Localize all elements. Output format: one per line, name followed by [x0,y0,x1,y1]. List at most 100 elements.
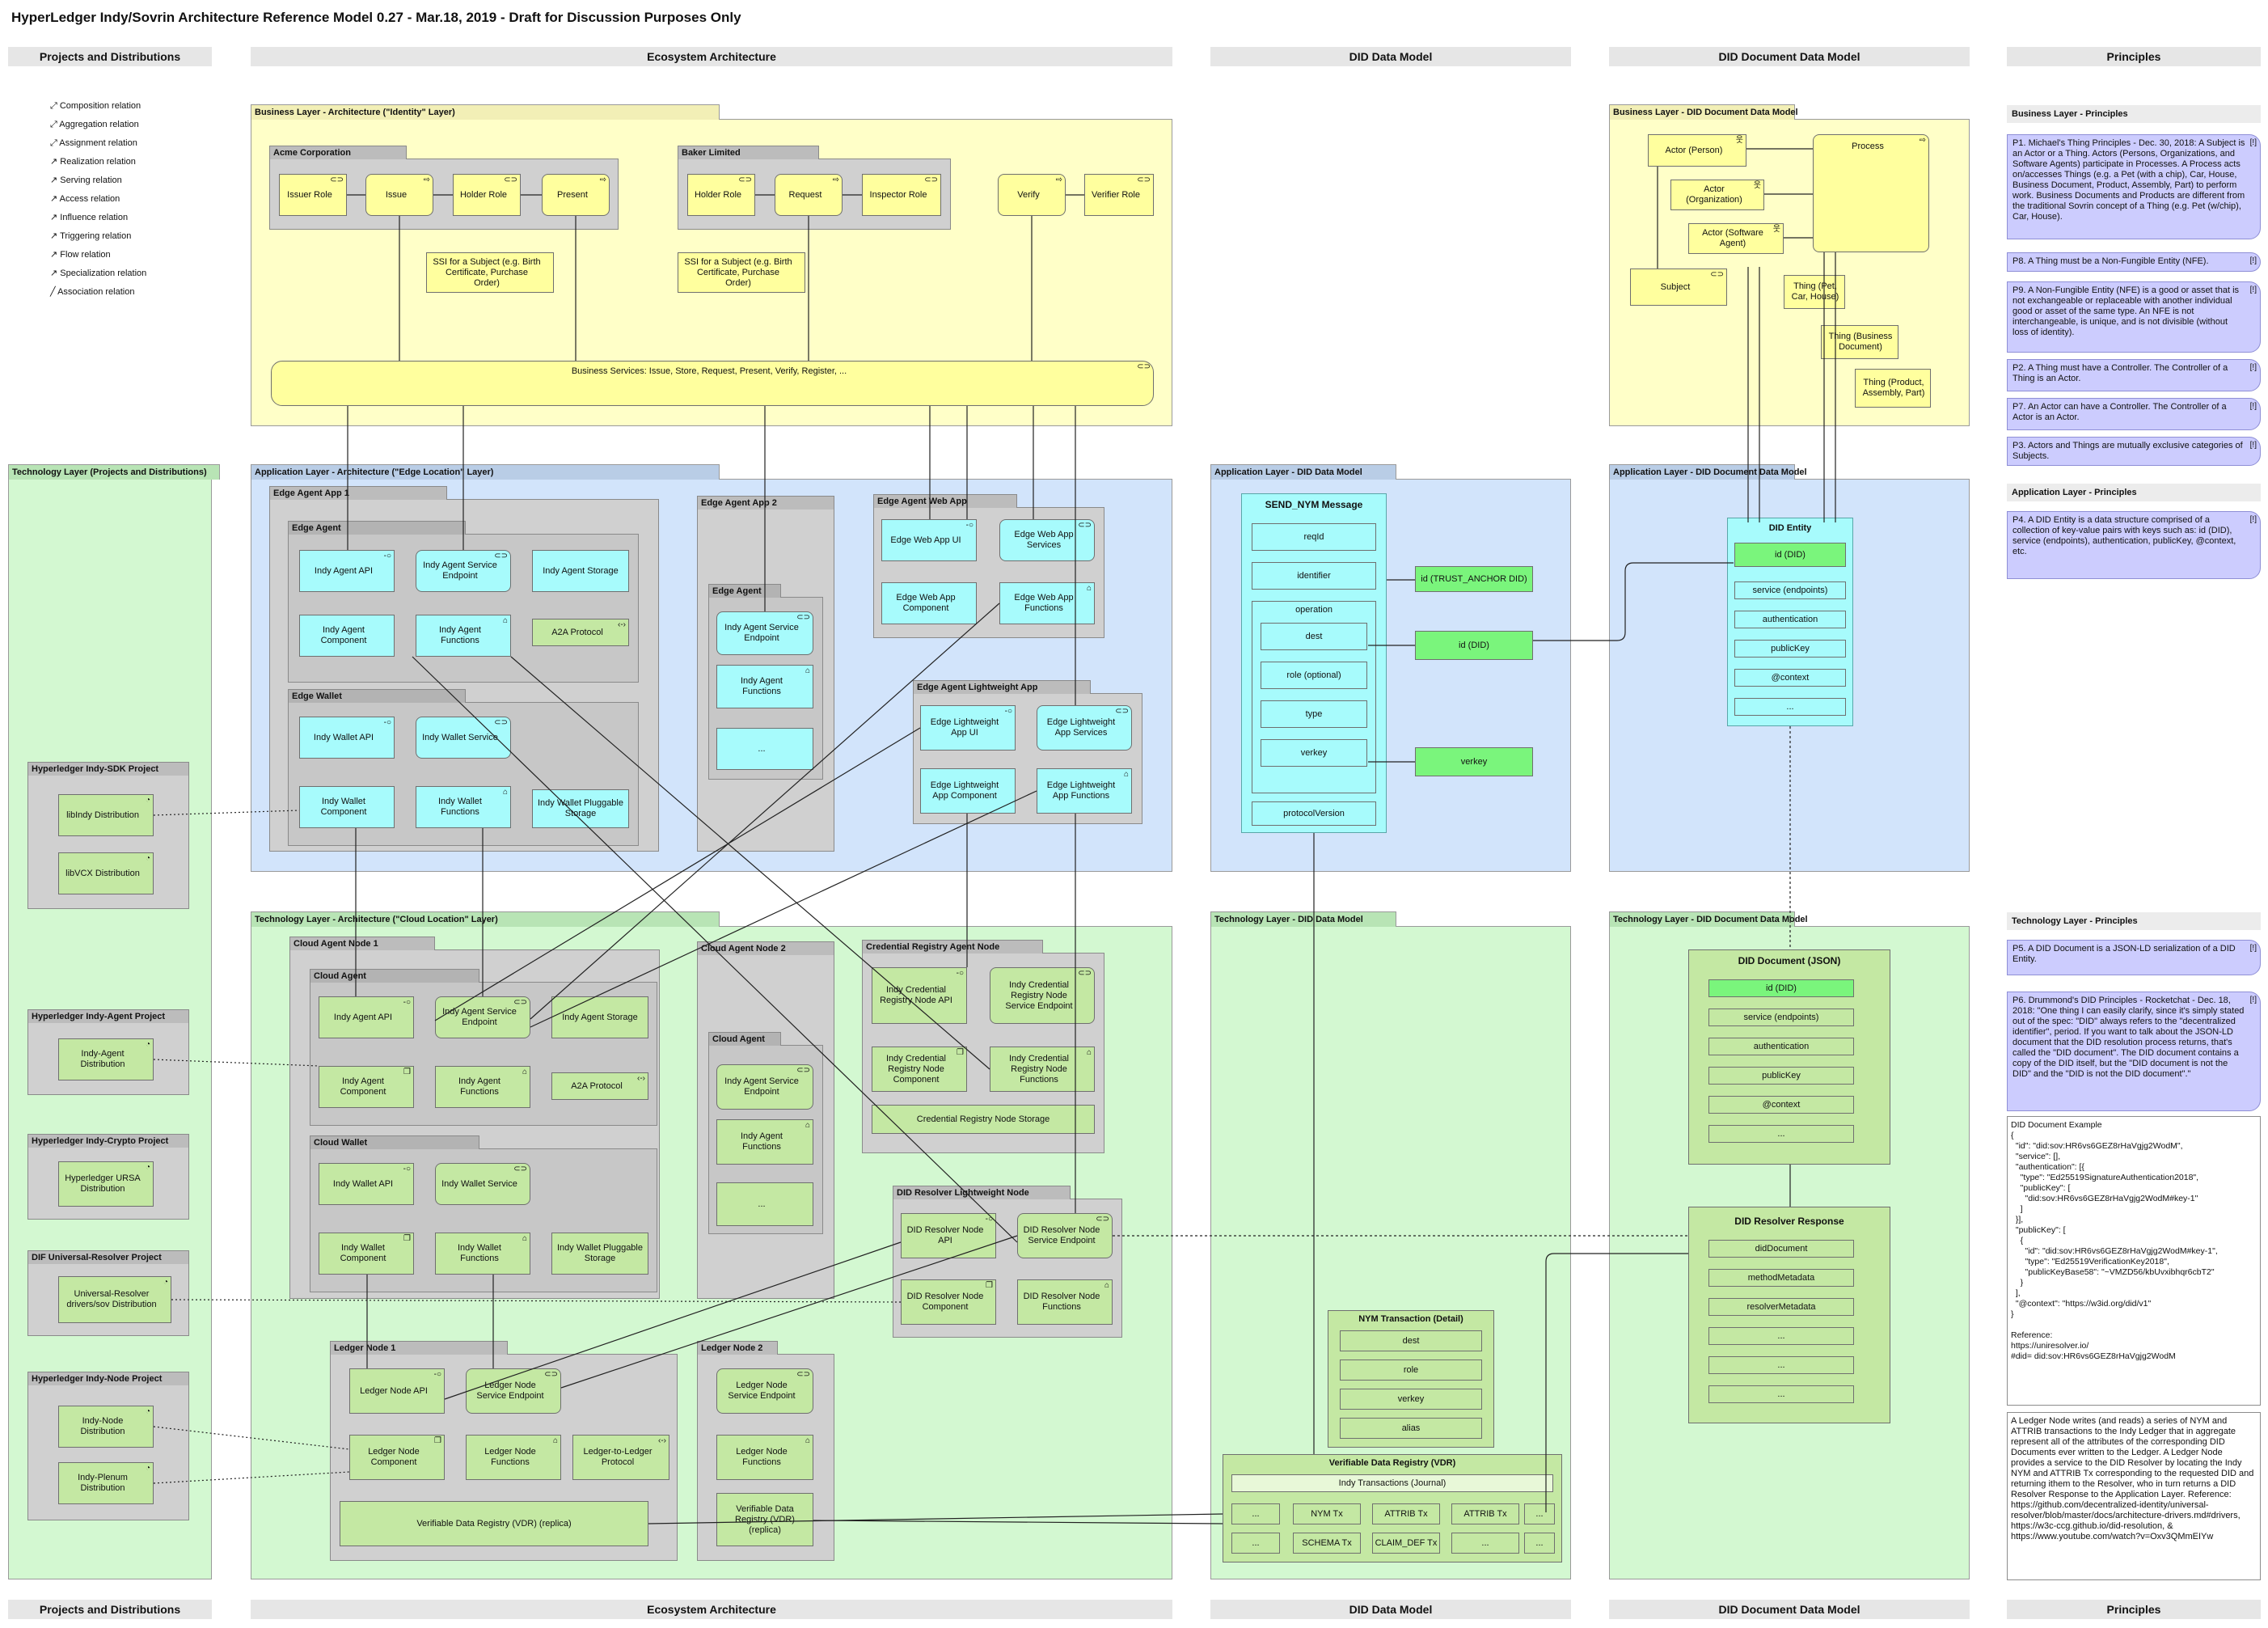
nym-transaction-detail[interactable]: NYM Transaction (Detail) dest role verke… [1328,1310,1494,1448]
edge-lightweight-app-component[interactable]: Edge Lightweight App Component [920,768,1016,814]
credential-registry-node-storage[interactable]: Credential Registry Node Storage [872,1105,1095,1134]
edge-web-app-functions[interactable]: Edge Web App Functions⌂ [999,582,1095,624]
principle-p3[interactable]: P3. Actors and Things are mutually exclu… [2007,437,2261,466]
field-dest[interactable]: dest [1261,623,1367,650]
vdr-tx[interactable]: ... [1524,1533,1555,1554]
vdr-tx-nym[interactable]: NYM Tx [1293,1503,1361,1524]
nym-field-alias[interactable]: alias [1340,1418,1482,1439]
present-process[interactable]: Present⇨ [542,174,610,216]
indy-agent-component-app[interactable]: Indy Agent Component [299,615,395,657]
nym-field-role[interactable]: role [1340,1359,1482,1381]
edge-lightweight-app-functions[interactable]: Edge Lightweight App Functions⌂ [1037,768,1132,814]
libvcx-distribution[interactable]: libVCX Distribution◔ [58,852,154,894]
indy-wallet-component-app[interactable]: Indy Wallet Component [299,786,395,828]
vdr-journal[interactable]: Indy Transactions (Journal) [1231,1474,1553,1492]
docjson-field-service[interactable]: service (endpoints) [1708,1009,1854,1026]
a2a-protocol-app[interactable]: A2A Protocol‹-› [532,619,629,646]
vdr-replica-2[interactable]: Verifiable Data Registry (VDR) (replica) [716,1493,813,1546]
resolver-field-methodmetadata[interactable]: methodMetadata [1708,1269,1854,1287]
entity-field-more[interactable]: ... [1734,698,1846,716]
ledger-node-service-endpoint[interactable]: Ledger Node Service Endpoint⊂⊃ [466,1368,561,1414]
did-resolver-node-functions[interactable]: DID Resolver Node Functions⌂ [1017,1279,1113,1325]
entity-field-authentication[interactable]: authentication [1734,611,1846,628]
ledger-node-functions[interactable]: Ledger Node Functions⌂ [466,1435,561,1480]
vdr-tx-schema[interactable]: SCHEMA Tx [1293,1533,1361,1554]
vdr-tx[interactable]: ... [1524,1503,1555,1524]
principle-p1[interactable]: P1. Michael's Thing Principles - Dec. 30… [2007,134,2261,239]
trust-anchor-did[interactable]: id (TRUST_ANCHOR DID) [1415,566,1533,592]
indy-agent-service-endpoint-app-2[interactable]: Indy Agent Service Endpoint⊂⊃ [716,611,813,655]
vdr-tx[interactable]: ... [1451,1533,1519,1554]
did-resolver-node-service-endpoint[interactable]: DID Resolver Node Service Endpoint⊂⊃ [1017,1213,1113,1258]
vdr-tx-attrib[interactable]: ATTRIB Tx [1372,1503,1440,1524]
principle-p7[interactable]: P7. An Actor can have a Controller. The … [2007,398,2261,430]
field-reqid[interactable]: reqId [1252,523,1376,551]
vdr-replica-1[interactable]: Verifiable Data Registry (VDR) (replica) [340,1501,648,1546]
edge-web-app-ui[interactable]: Edge Web App UI-○ [881,519,977,561]
ledger-node-2-functions[interactable]: Ledger Node Functions⌂ [716,1435,813,1480]
operation-group[interactable]: operation dest role (optional) type verk… [1252,601,1376,793]
ledger-node-2-service-endpoint[interactable]: Ledger Node Service Endpoint⊂⊃ [716,1368,813,1414]
verkey-did[interactable]: verkey [1415,747,1533,776]
principle-p8[interactable]: P8. A Thing must be a Non-Fungible Entit… [2007,252,2261,272]
indy-wallet-pluggable-storage-app[interactable]: Indy Wallet Pluggable Storage [532,789,629,828]
edge-lightweight-app-ui[interactable]: Edge Lightweight App UI-○ [920,705,1016,751]
indy-wallet-component-tech[interactable]: Indy Wallet Component❐ [319,1233,414,1275]
thing-business-document[interactable]: Thing (Business Document) [1821,325,1898,359]
holder-role-2[interactable]: Holder Role⊂⊃ [687,174,755,216]
verifiable-data-registry[interactable]: Verifiable Data Registry (VDR) Indy Tran… [1223,1454,1562,1562]
indy-node-distribution[interactable]: Indy-Node Distribution◔ [58,1406,154,1448]
resolver-field-resolvermetadata[interactable]: resolverMetadata [1708,1298,1854,1316]
vdr-tx-attrib[interactable]: ATTRIB Tx [1451,1503,1519,1524]
indy-plenum-distribution[interactable]: Indy-Plenum Distribution◔ [58,1462,154,1504]
ledger-node-api[interactable]: Ledger Node API-○ [349,1368,445,1414]
docjson-field-more[interactable]: ... [1708,1125,1854,1143]
indy-agent-storage-tech[interactable]: Indy Agent Storage [551,996,648,1038]
universal-resolver-distribution[interactable]: Universal-Resolver drivers/sov Distribut… [58,1276,171,1323]
ledger-to-ledger-protocol[interactable]: Ledger-to-Ledger Protocol‹-› [572,1435,669,1480]
indy-wallet-service-tech[interactable]: Indy Wallet Service⊂⊃ [435,1163,530,1205]
indy-wallet-functions-app[interactable]: Indy Wallet Functions⌂ [416,786,511,828]
principle-p5[interactable]: P5. A DID Document is a JSON-LD serializ… [2007,940,2261,975]
field-protocol-version[interactable]: protocolVersion [1252,801,1376,826]
indy-agent-functions-tech-2[interactable]: Indy Agent Functions⌂ [716,1119,813,1165]
field-identifier[interactable]: identifier [1252,562,1376,590]
docjson-field-context[interactable]: @context [1708,1096,1854,1114]
field-verkey[interactable]: verkey [1261,739,1367,767]
indy-wallet-api-tech[interactable]: Indy Wallet API-○ [319,1163,414,1205]
field-role[interactable]: role (optional) [1261,662,1367,689]
id-did-dest[interactable]: id (DID) [1415,631,1533,660]
indy-agent-functions-tech[interactable]: Indy Agent Functions⌂ [435,1066,530,1108]
indy-wallet-functions-tech[interactable]: Indy Wallet Functions⌂ [435,1233,530,1275]
libindy-distribution[interactable]: libIndy Distribution◔ [58,794,154,836]
project-indy-crypto[interactable]: Hyperledger Indy-Crypto Project [27,1134,189,1220]
did-document-json[interactable]: DID Document (JSON) id (DID) service (en… [1688,949,1890,1165]
indy-wallet-pluggable-storage-tech[interactable]: Indy Wallet Pluggable Storage [551,1233,648,1275]
credential-registry-node-functions[interactable]: Indy Credential Registry Node Functions⌂ [990,1047,1095,1092]
indy-agent-service-endpoint-tech[interactable]: Indy Agent Service Endpoint⊂⊃ [435,996,530,1038]
indy-agent-storage-app[interactable]: Indy Agent Storage [532,550,629,592]
thing-product-assembly-part[interactable]: Thing (Product, Assembly, Part) [1855,369,1931,408]
principle-p2[interactable]: P2. A Thing must have a Controller. The … [2007,359,2261,391]
hyperledger-ursa-distribution[interactable]: Hyperledger URSA Distribution◔ [58,1161,154,1207]
entity-field-id[interactable]: id (DID) [1734,543,1846,567]
resolver-field-more[interactable]: ... [1708,1356,1854,1374]
edge-lightweight-app-services[interactable]: Edge Lightweight App Services⊂⊃ [1037,705,1132,751]
credential-registry-node-api[interactable]: Indy Credential Registry Node API-○ [872,967,967,1024]
holder-role-1[interactable]: Holder Role⊂⊃ [453,174,521,216]
entity-field-context[interactable]: @context [1734,669,1846,687]
verify-process[interactable]: Verify⇨ [998,174,1066,216]
indy-wallet-service-app[interactable]: Indy Wallet Service⊂⊃ [416,717,511,759]
indy-agent-distribution[interactable]: Indy-Agent Distribution◔ [58,1038,154,1080]
request-process[interactable]: Request⇨ [775,174,843,216]
ledger-node-note[interactable]: A Ledger Node writes (and reads) a serie… [2007,1412,2261,1580]
indy-agent-more-app-2[interactable]: ... [716,728,813,770]
nym-field-verkey[interactable]: verkey [1340,1389,1482,1410]
issuer-role[interactable]: Issuer Role⊂⊃ [279,174,347,216]
process[interactable]: Process⇨ [1813,134,1929,252]
inspector-role[interactable]: Inspector Role⊂⊃ [862,174,941,216]
vdr-tx-claim-def[interactable]: CLAIM_DEF Tx [1372,1533,1440,1554]
credential-registry-node-component[interactable]: Indy Credential Registry Node Component❐ [872,1047,967,1092]
indy-agent-api-tech[interactable]: Indy Agent API-○ [319,996,414,1038]
a2a-protocol-tech[interactable]: A2A Protocol‹-› [551,1072,648,1100]
